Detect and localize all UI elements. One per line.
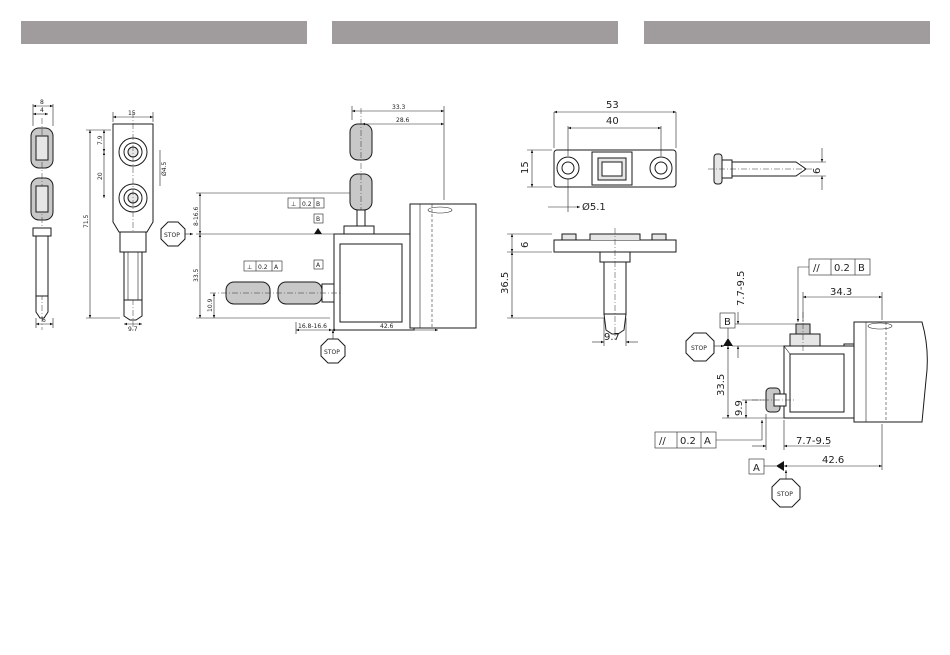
dim-9-7: 9.7 <box>128 326 138 333</box>
svg-text://: // <box>659 436 666 447</box>
dim-53: 53 <box>606 100 619 111</box>
tol-perp-symbol-mid: ⊥ <box>247 264 252 271</box>
datum-b-right: B <box>720 313 735 346</box>
middle-top-view: 53 40 15 Ø5.1 <box>520 100 676 213</box>
dim-6-mid-a: 6 <box>520 242 531 248</box>
dim-10-9: 10.9 <box>207 298 214 312</box>
dim-16-8: 16.8-16.6 <box>298 323 327 330</box>
left-front-view: 15 71.5 7.9 20 Ø4.5 9.7 <box>83 110 168 333</box>
tolerance-frame-parallel-a: // 0.2 A <box>655 420 762 448</box>
dim-42-6: 42.6 <box>380 323 394 330</box>
dim-33-5: 33.5 <box>193 268 200 282</box>
svg-text:STOP: STOP <box>691 345 707 352</box>
svg-text:0.2: 0.2 <box>834 263 850 274</box>
dim-dia-5-1: Ø5.1 <box>582 201 606 213</box>
dim-15: 15 <box>128 110 136 117</box>
tol-ref-b: B <box>316 201 320 208</box>
datum-a-right: A <box>749 459 784 474</box>
dim-42-6-right: 42.6 <box>822 455 844 466</box>
stop-sign-right-1: STOP <box>686 333 714 361</box>
svg-text:B: B <box>724 317 731 328</box>
dim-dia-4-5: Ø4.5 <box>161 162 168 176</box>
left-panel: 8 4 6 15 <box>31 99 476 363</box>
dim-6-mid-b: 6 <box>812 168 823 174</box>
dim-20: 20 <box>97 172 104 180</box>
svg-text:STOP: STOP <box>164 232 180 239</box>
dim-33-5-right: 33.5 <box>716 374 727 396</box>
left-side-view: 8 4 6 <box>31 99 53 330</box>
svg-text:0.2: 0.2 <box>680 436 696 447</box>
dim-34-3: 34.3 <box>830 287 852 298</box>
dim-8: 8 <box>40 99 44 106</box>
dim-36-5: 36.5 <box>500 272 511 294</box>
stop-sign-right-2: STOP <box>772 479 800 507</box>
dim-33-3: 33.3 <box>392 104 406 111</box>
middle-front-view: 6 36.5 9.7 <box>500 228 676 346</box>
dim-4: 4 <box>40 107 44 114</box>
svg-text:STOP: STOP <box>324 349 340 356</box>
svg-text:B: B <box>858 263 865 274</box>
dim-40: 40 <box>606 116 619 127</box>
right-panel: 7.7-9.5 34.3 33.5 9.9 7.7-9.5 42.6 <box>655 259 927 507</box>
middle-panel: 53 40 15 Ø5.1 6 <box>500 100 826 346</box>
left-assembly-view: 33.3 28.6 8-16.6 33.5 10.9 16.8-16.6 42.… <box>161 104 476 363</box>
dim-6: 6 <box>42 317 46 324</box>
stop-sign-left-2: STOP <box>321 339 345 363</box>
dim-9-7-mid: 9.7 <box>604 332 620 343</box>
dim-8-16-6: 8-16.6 <box>193 206 200 226</box>
dim-9-9: 9.9 <box>734 400 745 416</box>
dim-28-6: 28.6 <box>396 117 410 124</box>
dim-7-7-9-5-vert: 7.7-9.5 <box>736 271 747 306</box>
tol-value-mid: 0.2 <box>258 264 268 271</box>
svg-text:A: A <box>704 436 711 447</box>
svg-text://: // <box>813 263 820 274</box>
svg-text:A: A <box>753 463 760 474</box>
tol-value-top: 0.2 <box>302 201 312 208</box>
svg-text:STOP: STOP <box>777 491 793 498</box>
middle-pin-view: 6 <box>708 148 826 190</box>
tol-perp-symbol-top: ⊥ <box>291 201 296 208</box>
dim-7-7-9-5-horz: 7.7-9.5 <box>796 436 831 447</box>
dim-71-5: 71.5 <box>83 214 90 228</box>
datum-b-left: B <box>316 216 320 223</box>
right-assembly-view: 7.7-9.5 34.3 33.5 9.9 7.7-9.5 42.6 <box>655 259 927 507</box>
dim-15-mid: 15 <box>520 161 531 174</box>
stop-sign-left-1: STOP <box>161 222 185 246</box>
dim-7-9: 7.9 <box>97 135 104 145</box>
